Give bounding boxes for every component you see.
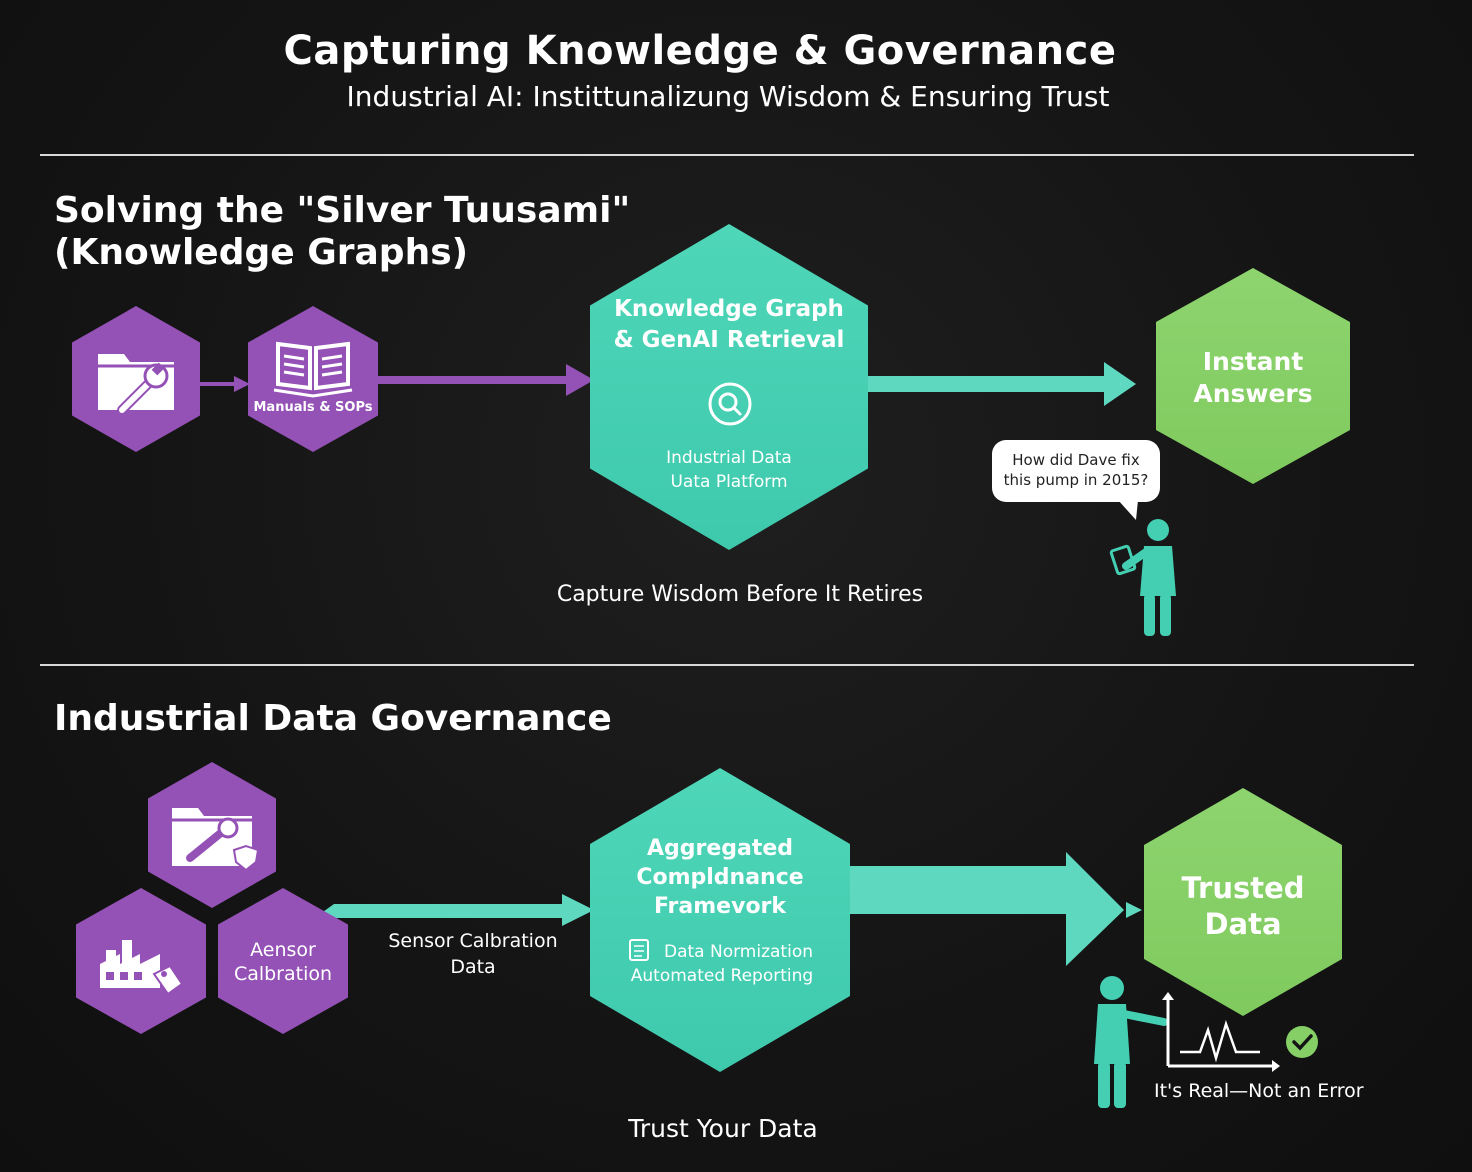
question-line1: How did Dave fix: [1012, 451, 1140, 469]
hub-knowledge-title-line1: Knowledge Graph: [614, 296, 844, 322]
hex-manuals: Manuals & SOPs: [248, 306, 378, 452]
governance-caption: Trust Your Data: [628, 1114, 818, 1143]
section-knowledge-title-line1: Solving the "Silver Tuusami": [54, 190, 631, 231]
top-divider: [40, 154, 1414, 156]
factory-icon: [100, 940, 184, 996]
middle-divider: [40, 664, 1414, 666]
hex-compliance-hub: Aggregated Compldnance Framevork Data No…: [590, 768, 850, 1072]
instant-answers-line2: Answers: [1193, 379, 1313, 408]
arrow-sensor-to-hub: [320, 894, 594, 926]
arrow-manuals-to-hub: [376, 364, 594, 396]
search-icon: [708, 382, 752, 426]
manuals-label: Manuals & SOPs: [253, 400, 373, 415]
hex-instant-answers: Instant Answers: [1156, 268, 1350, 484]
trusted-data-line2: Data: [1204, 907, 1282, 941]
hub-compliance-line2: Compldnance: [636, 865, 804, 890]
folder-wrench-icon: [172, 808, 260, 872]
hub-knowledge-sub-line2: Uata Platform: [670, 472, 788, 492]
hub-compliance-line3: Framevork: [653, 894, 787, 919]
hub-knowledge-sub-line1: Industrial Data: [666, 448, 792, 468]
hub-knowledge-title-line2: & GenAI Retrieval: [613, 327, 845, 353]
book-icon: [273, 341, 353, 398]
question-bubble: How did Dave fix this pump in 2015?: [992, 440, 1160, 502]
section-governance-title: Industrial Data Governance: [54, 698, 612, 739]
arrow-folder-to-manuals: [200, 376, 250, 392]
sensor-hex-line1: Aensor: [250, 939, 316, 961]
question-line2: this pump in 2015?: [1003, 471, 1149, 489]
instant-answers-line1: Instant: [1202, 347, 1304, 376]
arrow-hub-to-answers: [866, 362, 1136, 406]
page-title: Capturing Knowledge & Governance: [283, 28, 1117, 74]
hex-trusted-data: Trusted Data: [1144, 788, 1342, 1016]
sensor-arrow-label-line1: Sensor Calbration: [388, 930, 558, 952]
hub-compliance-sub-line2: Automated Reporting: [630, 966, 814, 986]
document-icon: [629, 939, 649, 961]
hub-compliance-sub-line1: Data Normization: [664, 942, 813, 962]
section-knowledge-title-line2: (Knowledge Graphs): [54, 232, 469, 273]
sensor-hex-line2: Calbration: [233, 963, 333, 985]
knowledge-caption: Capture Wisdom Before It Retires: [556, 582, 924, 607]
page-subtitle: Industrial AI: Instittunalizung Wisdom &…: [346, 80, 1110, 113]
real-not-error-label: It's Real—Not an Error: [1154, 1080, 1364, 1102]
sensor-arrow-label-line2: Data: [450, 956, 496, 978]
trusted-data-line1: Trusted: [1181, 871, 1305, 905]
folder-wrench-icon: [98, 354, 174, 415]
arrow-hub-to-trusted: [846, 852, 1142, 966]
hub-compliance-line1: Aggregated: [646, 836, 794, 861]
hex-folder-wrench: [72, 306, 200, 452]
